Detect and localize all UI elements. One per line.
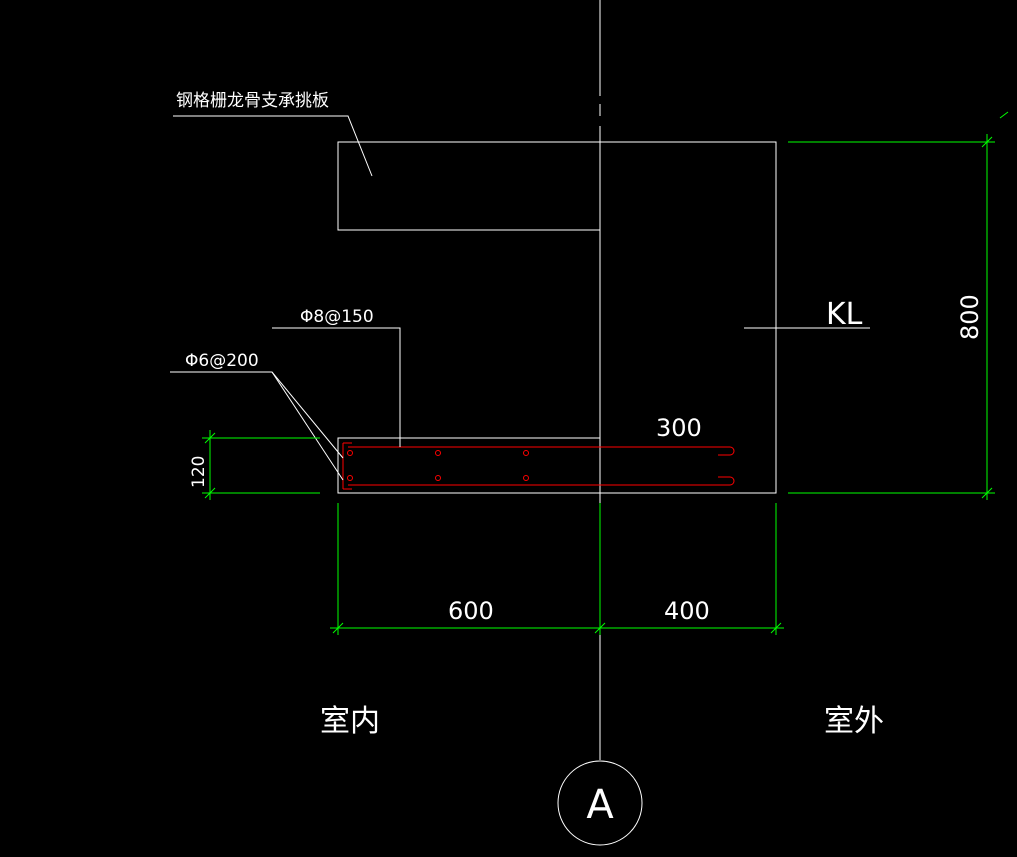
dimension-lines — [202, 111, 1009, 635]
rebar-dot — [347, 475, 353, 481]
leader-lines — [170, 115, 870, 481]
leader-rebar-top — [272, 327, 401, 447]
dim-left-span: 600 — [448, 597, 494, 625]
beam-slab-outline — [337, 141, 777, 494]
dim-right-span: 400 — [664, 597, 710, 625]
label-steel-grating-bracket: 钢格栅龙骨支承挑板 — [176, 91, 329, 111]
dim-beam-height: 800 — [956, 294, 984, 340]
label-indoor: 室内 — [320, 704, 380, 739]
rebar-dot — [523, 450, 529, 456]
label-rebar-top: Φ8@150 — [300, 307, 374, 327]
label-rebar-length: 300 — [656, 414, 702, 442]
label-outdoor: 室外 — [824, 704, 884, 739]
rebar-dots — [347, 450, 529, 481]
axis-bubble — [557, 760, 643, 846]
rebar-dot — [435, 475, 441, 481]
rebar-dot — [435, 450, 441, 456]
leader-rebar-bottom — [170, 371, 344, 459]
rebar-dot — [347, 450, 353, 456]
rebar-cage — [342, 442, 735, 490]
axis-label: A — [586, 782, 614, 828]
label-beam: KL — [826, 297, 863, 332]
dim-slab-thickness: 120 — [189, 456, 209, 488]
leader-bracket — [173, 115, 373, 177]
label-rebar-bottom: Φ6@200 — [185, 351, 259, 371]
rebar-dot — [523, 475, 529, 481]
